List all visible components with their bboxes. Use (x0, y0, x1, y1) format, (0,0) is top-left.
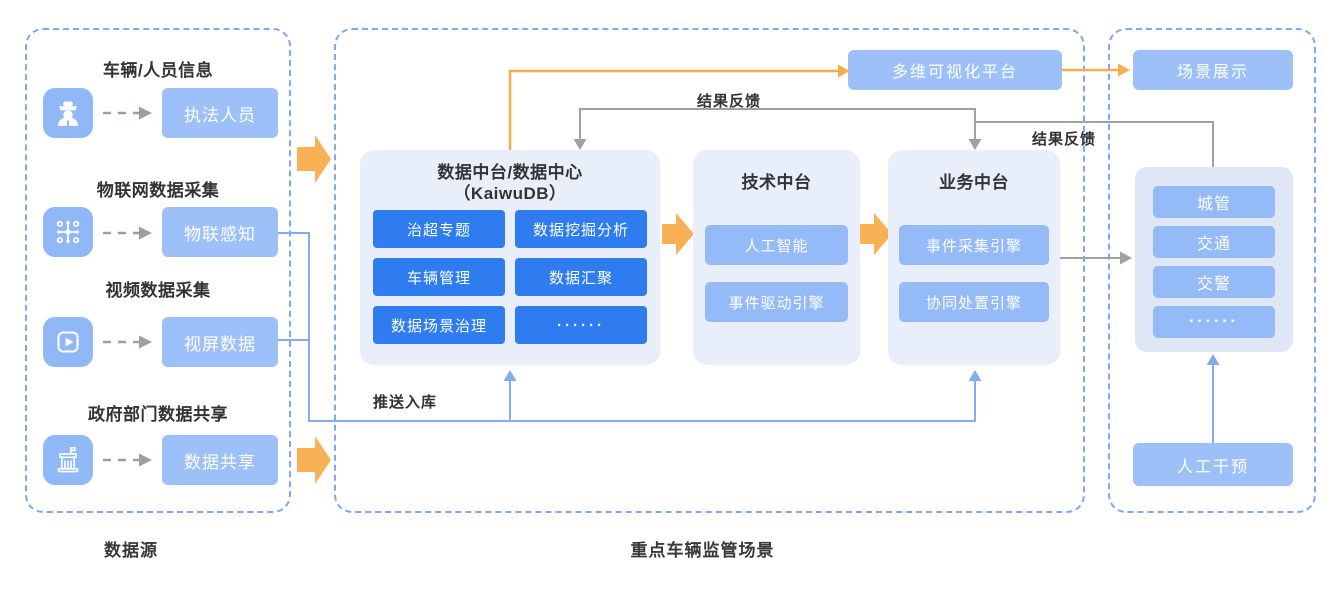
business-platform-title: 业务中台 (939, 173, 1009, 192)
module-data-mining: 数据挖掘分析 (515, 210, 647, 248)
government-building-icon (57, 446, 79, 473)
group-title-vehicle-person: 车辆/人员信息 (102, 61, 214, 80)
data-platform-title-line2: （KaiwuDB） (453, 184, 567, 204)
source-box-data-sharing: 数据共享 (162, 435, 278, 485)
departments-container: 城管 交通 交警 ······ (1135, 167, 1293, 352)
source-dashed-arrows (103, 111, 139, 462)
orange-block-arrows (297, 135, 892, 484)
caption-data-source: 数据源 (104, 541, 158, 560)
module-overload-control: 治超专题 (373, 210, 505, 248)
module-vehicle-management: 车辆管理 (373, 258, 505, 296)
police-tile (43, 88, 93, 138)
group-title-iot: 物联网数据采集 (96, 181, 220, 200)
group-title-government: 政府部门数据共享 (88, 405, 228, 424)
business-platform-container: 业务中台 事件采集引擎 协同处置引擎 (888, 150, 1060, 365)
department-traffic-police: 交警 (1153, 266, 1275, 298)
police-officer-icon (57, 101, 79, 126)
group-title-video: 视频数据采集 (105, 281, 211, 300)
data-platform-title: 数据中台/数据中心 （KaiwuDB） (360, 162, 660, 205)
module-artificial-intelligence: 人工智能 (705, 225, 848, 265)
department-more-ellipsis: ······ (1153, 306, 1275, 338)
manual-intervention-box: 人工干预 (1133, 443, 1293, 486)
iot-network-icon (56, 220, 80, 244)
module-data-aggregation: 数据汇聚 (515, 258, 647, 296)
supervision-scene-panel (334, 28, 1085, 513)
flow-to-visualization-arrow (508, 68, 1118, 150)
caption-supervision-scene: 重点车辆监管场景 (630, 541, 775, 560)
scene-display-box: 场景展示 (1133, 50, 1293, 90)
visualization-platform-box: 多维可视化平台 (848, 50, 1062, 90)
push-to-db-lines (275, 232, 1214, 443)
data-platform-title-line1: 数据中台/数据中心 (437, 163, 583, 182)
module-data-scene-governance: 数据场景治理 (373, 306, 505, 344)
video-tile (43, 317, 93, 367)
module-event-driven-engine: 事件驱动引擎 (705, 282, 848, 322)
module-more-ellipsis: ······ (515, 306, 647, 344)
module-event-collection-engine: 事件采集引擎 (899, 225, 1049, 265)
tech-platform-title: 技术中台 (741, 173, 812, 192)
department-traffic: 交通 (1153, 226, 1275, 258)
push-to-db-label: 推送入库 (373, 394, 438, 411)
source-box-iot-sensing: 物联感知 (162, 207, 278, 257)
module-collaborative-handling-engine: 协同处置引擎 (899, 282, 1049, 322)
source-box-video-data: 视屏数据 (162, 317, 278, 367)
tech-platform-container: 技术中台 人工智能 事件驱动引擎 (693, 150, 860, 365)
scene-output-panel (1108, 28, 1316, 513)
feedback-label-left: 结果反馈 (697, 93, 762, 110)
data-source-panel (25, 28, 291, 513)
feedback-label-right: 结果反馈 (1032, 131, 1097, 148)
feedback-lines (579, 108, 1214, 259)
government-tile (43, 435, 93, 485)
data-platform-container: 数据中台/数据中心 （KaiwuDB） 治超专题 数据挖掘分析 车辆管理 数据汇… (360, 150, 660, 365)
video-player-icon (57, 331, 79, 353)
department-urban-management: 城管 (1153, 186, 1275, 218)
source-box-law-enforcement: 执法人员 (162, 88, 278, 138)
iot-tile (43, 207, 93, 257)
